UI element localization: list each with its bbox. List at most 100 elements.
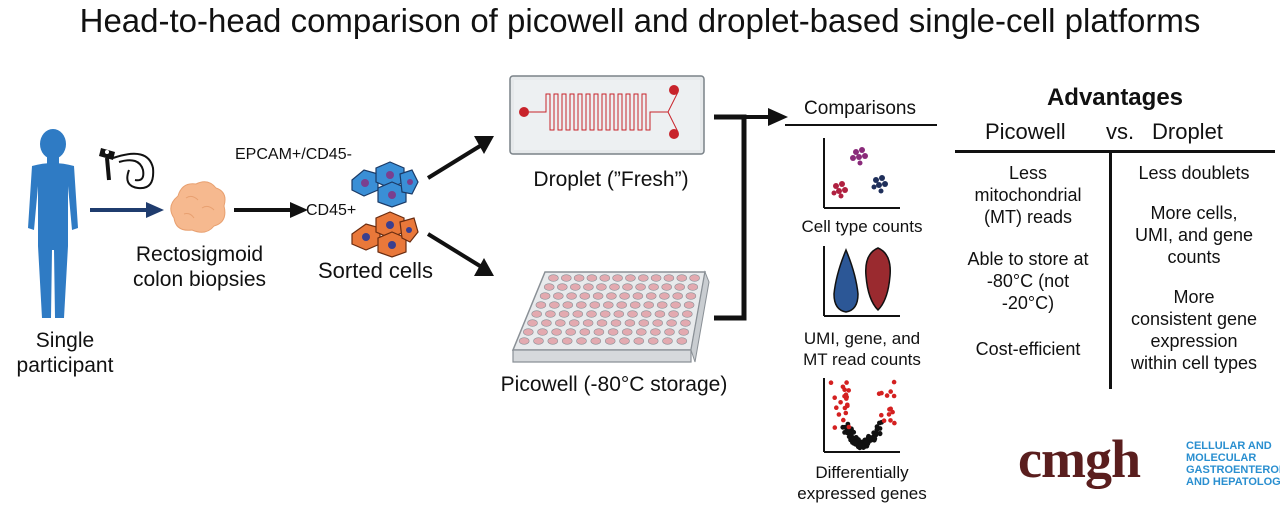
volcano-plot-icon xyxy=(823,378,900,453)
volcano-significant-dot xyxy=(846,388,851,393)
de-label-line1: Differentially xyxy=(815,463,909,482)
volcano-significant-dot xyxy=(841,417,846,423)
plate-well xyxy=(674,283,685,291)
plate-well xyxy=(656,301,668,309)
comparisons-divider xyxy=(785,124,937,126)
epcam-label: EPCAM+/CD45- xyxy=(235,146,352,163)
epcam-cells-icon xyxy=(351,161,419,208)
plate-well xyxy=(561,337,573,345)
plate-well xyxy=(632,292,644,300)
plate-well xyxy=(576,301,587,309)
vs-label: vs. xyxy=(1106,119,1135,144)
droplet-adv-line5: More xyxy=(1173,287,1215,307)
plate-well xyxy=(527,319,538,327)
plate-well xyxy=(558,310,570,318)
volcano-dot xyxy=(871,430,877,436)
volcano-significant-dot xyxy=(843,410,849,416)
plate-well xyxy=(522,328,534,336)
cd45-cells-icon xyxy=(351,211,419,258)
umi-label-line1: UMI, gene, and xyxy=(803,329,921,348)
volcano-significant-dot xyxy=(844,396,849,401)
logo-sub-line1: CELLULAR AND xyxy=(1186,440,1272,452)
biopsy-forceps-icon xyxy=(99,148,155,190)
picowell-plate-icon xyxy=(511,270,710,363)
plate-well xyxy=(625,274,636,282)
plate-well xyxy=(518,337,530,345)
droplet-adv-line3: UMI, and gene xyxy=(1134,225,1254,245)
droplet-adv-line4: counts xyxy=(1167,247,1221,267)
plate-well xyxy=(685,292,697,300)
plate-well xyxy=(609,283,620,291)
participant-label-line1: Single xyxy=(35,329,95,352)
picowell-adv-line1: Less xyxy=(1008,163,1048,183)
arrow-to-biopsy xyxy=(90,202,164,218)
volcano-dot xyxy=(863,439,869,445)
plate-well xyxy=(583,283,594,291)
plate-well xyxy=(576,337,587,345)
volcano-dot xyxy=(867,435,873,441)
plate-well xyxy=(551,328,562,336)
figure-title: Head-to-head comparison of picowell and … xyxy=(79,2,1201,39)
picowell-adv-line7: Cost-efficient xyxy=(975,339,1081,359)
volcano-significant-dot xyxy=(838,400,843,405)
plate-well xyxy=(640,310,652,318)
plate-well xyxy=(599,310,611,318)
plate-well xyxy=(570,283,581,291)
volcano-significant-dot xyxy=(840,384,846,390)
volcano-significant-dot xyxy=(828,380,834,385)
plate-well xyxy=(643,301,654,309)
picowell-label: Picowell (-80°C storage) xyxy=(500,373,728,396)
plate-well xyxy=(573,274,585,282)
volcano-dot xyxy=(857,442,863,448)
plate-well xyxy=(548,274,559,282)
plate-well xyxy=(659,292,670,300)
plate-well xyxy=(680,319,691,327)
volcano-significant-dot xyxy=(843,392,849,397)
plate-well xyxy=(543,283,555,291)
plate-well xyxy=(531,310,543,318)
volcano-significant-dot xyxy=(888,389,893,394)
plate-well xyxy=(647,337,659,345)
plate-well xyxy=(662,337,673,345)
cd45-label: CD45+ xyxy=(306,202,357,219)
advantages-heading: Advantages xyxy=(1046,84,1184,111)
volcano-significant-dot xyxy=(886,412,892,417)
plate-well xyxy=(552,292,564,300)
volcano-dot xyxy=(856,437,861,442)
cmgh-logo: cmgh xyxy=(1018,432,1141,486)
volcano-significant-dot xyxy=(881,418,887,423)
plate-well xyxy=(638,319,650,327)
plate-well xyxy=(549,301,560,309)
droplet-adv-line2: More cells, xyxy=(1150,203,1238,223)
volcano-significant-dot xyxy=(836,412,842,417)
plate-well xyxy=(672,292,683,300)
plate-well xyxy=(545,310,556,318)
plate-well xyxy=(622,283,633,291)
comparisons-heading: Comparisons xyxy=(804,98,916,119)
droplet-adv-line7: expression xyxy=(1150,331,1238,351)
de-label-line2: expressed genes xyxy=(797,484,927,503)
plate-well xyxy=(629,301,641,309)
volcano-significant-dot xyxy=(891,379,897,385)
plate-well xyxy=(589,301,601,309)
volcano-significant-dot xyxy=(892,420,897,426)
plate-well xyxy=(650,274,662,282)
plate-well xyxy=(572,310,584,318)
plate-well xyxy=(682,310,693,318)
plate-well xyxy=(638,274,649,282)
plate-well xyxy=(556,283,568,291)
violin-plot-icon xyxy=(823,246,900,317)
participant-label-line2: participant xyxy=(16,354,114,377)
plate-well xyxy=(613,310,625,318)
volcano-significant-dot xyxy=(845,402,850,408)
volcano-dot xyxy=(872,436,878,442)
picowell-adv-line5: -80°C (not xyxy=(986,271,1070,291)
plate-well xyxy=(635,283,646,291)
plate-well xyxy=(663,274,675,282)
plate-well xyxy=(535,301,547,309)
droplet-column-header: Droplet xyxy=(1152,119,1223,144)
plate-well xyxy=(541,319,552,327)
volcano-dot xyxy=(877,420,882,426)
cluster-plot-icon xyxy=(823,138,900,209)
plate-well xyxy=(579,328,591,336)
